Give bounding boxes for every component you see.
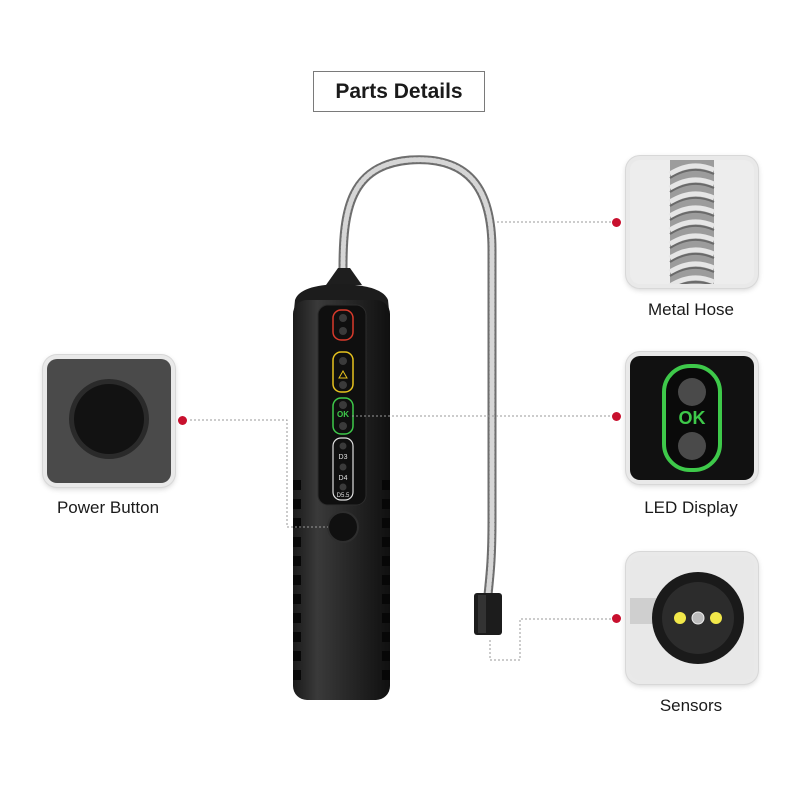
sensor-led-right-icon <box>710 612 722 624</box>
sensors-label: Sensors <box>659 696 723 715</box>
metal-hose <box>338 155 497 600</box>
sensors-callout <box>626 552 758 684</box>
metal-hose-callout <box>626 156 758 288</box>
led-display-label: LED Display <box>644 498 738 517</box>
device-led-ok-text: OK <box>337 410 349 419</box>
level-label-d55: D5.5 <box>337 493 350 499</box>
leader-lines <box>190 221 612 661</box>
level-label-d4: D4 <box>339 475 348 482</box>
level-label-d3: D3 <box>339 454 348 461</box>
sensors-marker-dot <box>612 614 621 623</box>
sensor-tip <box>474 593 502 635</box>
sensor-led-left-icon <box>674 612 686 624</box>
page-title: Parts Details <box>313 71 485 112</box>
led-ok-text: OK <box>679 408 706 428</box>
led-display-marker-dot <box>612 412 621 421</box>
led-display-callout: OK <box>626 352 758 484</box>
power-button-label: Power Button <box>56 498 160 517</box>
detector-body: OK D3 D4 D5.5 <box>293 268 390 700</box>
metal-hose-label: Metal Hose <box>648 300 734 319</box>
power-button-icon <box>74 384 144 454</box>
power-button-callout <box>43 355 175 487</box>
device-power-button[interactable] <box>327 511 359 543</box>
metal-hose-marker-dot <box>612 218 621 227</box>
power-button-marker-dot <box>178 416 187 425</box>
